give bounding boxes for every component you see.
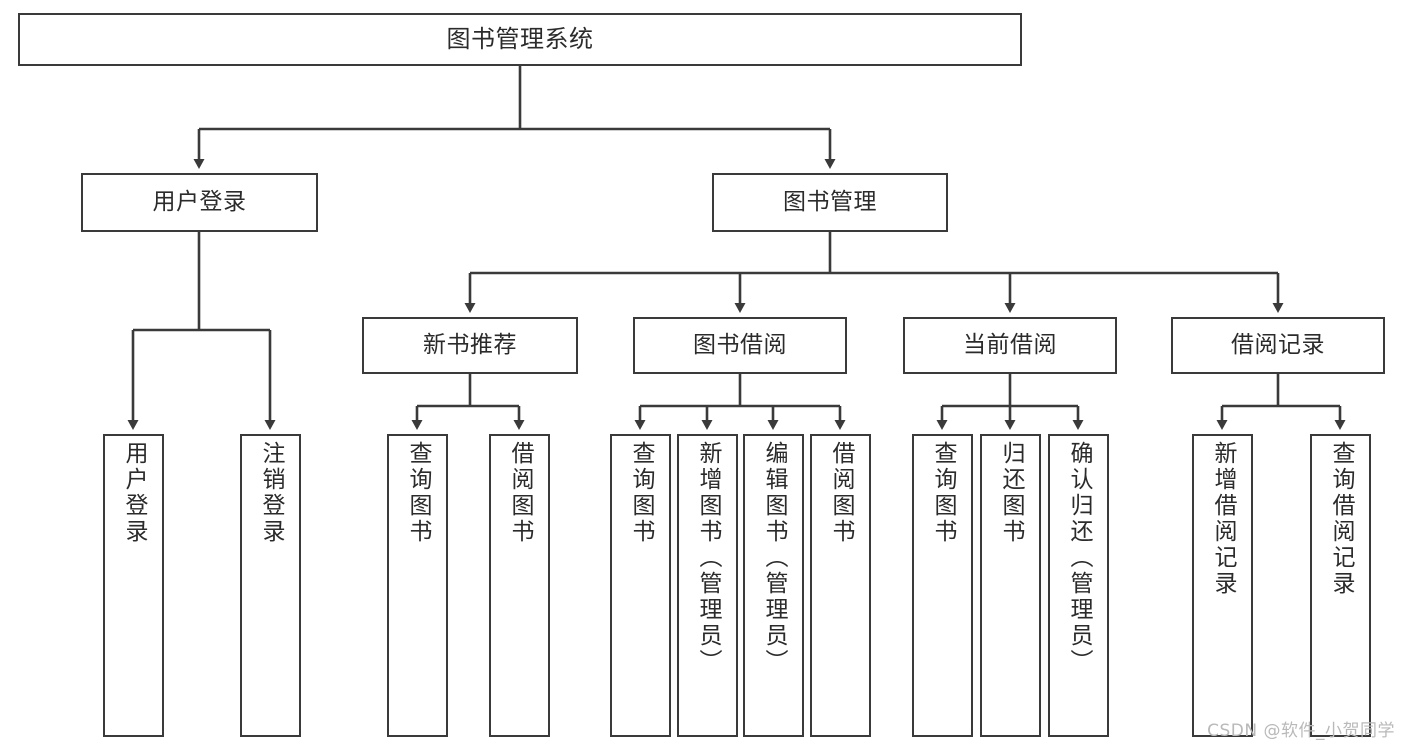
node-label: 归还图书 (998, 441, 1024, 545)
node-label: 确认归还（管理员） (1066, 441, 1092, 675)
leaf-add-borrow-record[interactable]: 新增借阅记录 (1192, 434, 1253, 737)
leaf-confirm-return-admin[interactable]: 确认归还（管理员） (1048, 434, 1109, 737)
node-label: 查询借阅记录 (1328, 441, 1354, 597)
node-label: 新增借阅记录 (1210, 441, 1236, 597)
leaf-add-book-admin[interactable]: 新增图书（管理员） (677, 434, 738, 737)
node-label: 编辑图书（管理员） (761, 441, 787, 675)
node-label: 当前借阅 (963, 331, 1057, 358)
node-label: 用户登录 (121, 441, 147, 545)
node-label: 查询图书 (930, 441, 956, 545)
node-label: 查询图书 (405, 441, 431, 545)
node-current-borrow[interactable]: 当前借阅 (903, 317, 1117, 374)
leaf-user-login[interactable]: 用户登录 (103, 434, 164, 737)
leaf-query-book-current[interactable]: 查询图书 (912, 434, 973, 737)
node-label: 图书管理系统 (446, 24, 594, 53)
node-label: 借阅图书 (507, 441, 533, 545)
leaf-logout[interactable]: 注销登录 (240, 434, 301, 737)
node-label: 借阅记录 (1231, 331, 1325, 358)
node-book-management[interactable]: 图书管理 (712, 173, 948, 232)
node-root-book-management-system[interactable]: 图书管理系统 (18, 13, 1022, 66)
leaf-query-book-recommend[interactable]: 查询图书 (387, 434, 448, 737)
watermark: CSDN @软件_小贺同学 (1207, 721, 1395, 741)
leaf-query-borrow-record[interactable]: 查询借阅记录 (1310, 434, 1371, 737)
node-label: 查询图书 (628, 441, 654, 545)
node-label: 图书管理 (783, 188, 877, 215)
node-new-book-recommend[interactable]: 新书推荐 (362, 317, 578, 374)
leaf-query-book-borrow[interactable]: 查询图书 (610, 434, 671, 737)
node-borrow-records[interactable]: 借阅记录 (1171, 317, 1385, 374)
node-label: 借阅图书 (828, 441, 854, 545)
leaf-borrow-book[interactable]: 借阅图书 (810, 434, 871, 737)
node-user-login[interactable]: 用户登录 (81, 173, 318, 232)
node-label: 注销登录 (258, 441, 284, 545)
node-label: 图书借阅 (693, 331, 787, 358)
leaf-edit-book-admin[interactable]: 编辑图书（管理员） (743, 434, 804, 737)
leaf-borrow-book-recommend[interactable]: 借阅图书 (489, 434, 550, 737)
leaf-return-book[interactable]: 归还图书 (980, 434, 1041, 737)
node-label: 用户登录 (152, 188, 247, 215)
node-book-borrow[interactable]: 图书借阅 (633, 317, 847, 374)
node-label: 新书推荐 (423, 331, 517, 358)
node-label: 新增图书（管理员） (695, 441, 721, 675)
